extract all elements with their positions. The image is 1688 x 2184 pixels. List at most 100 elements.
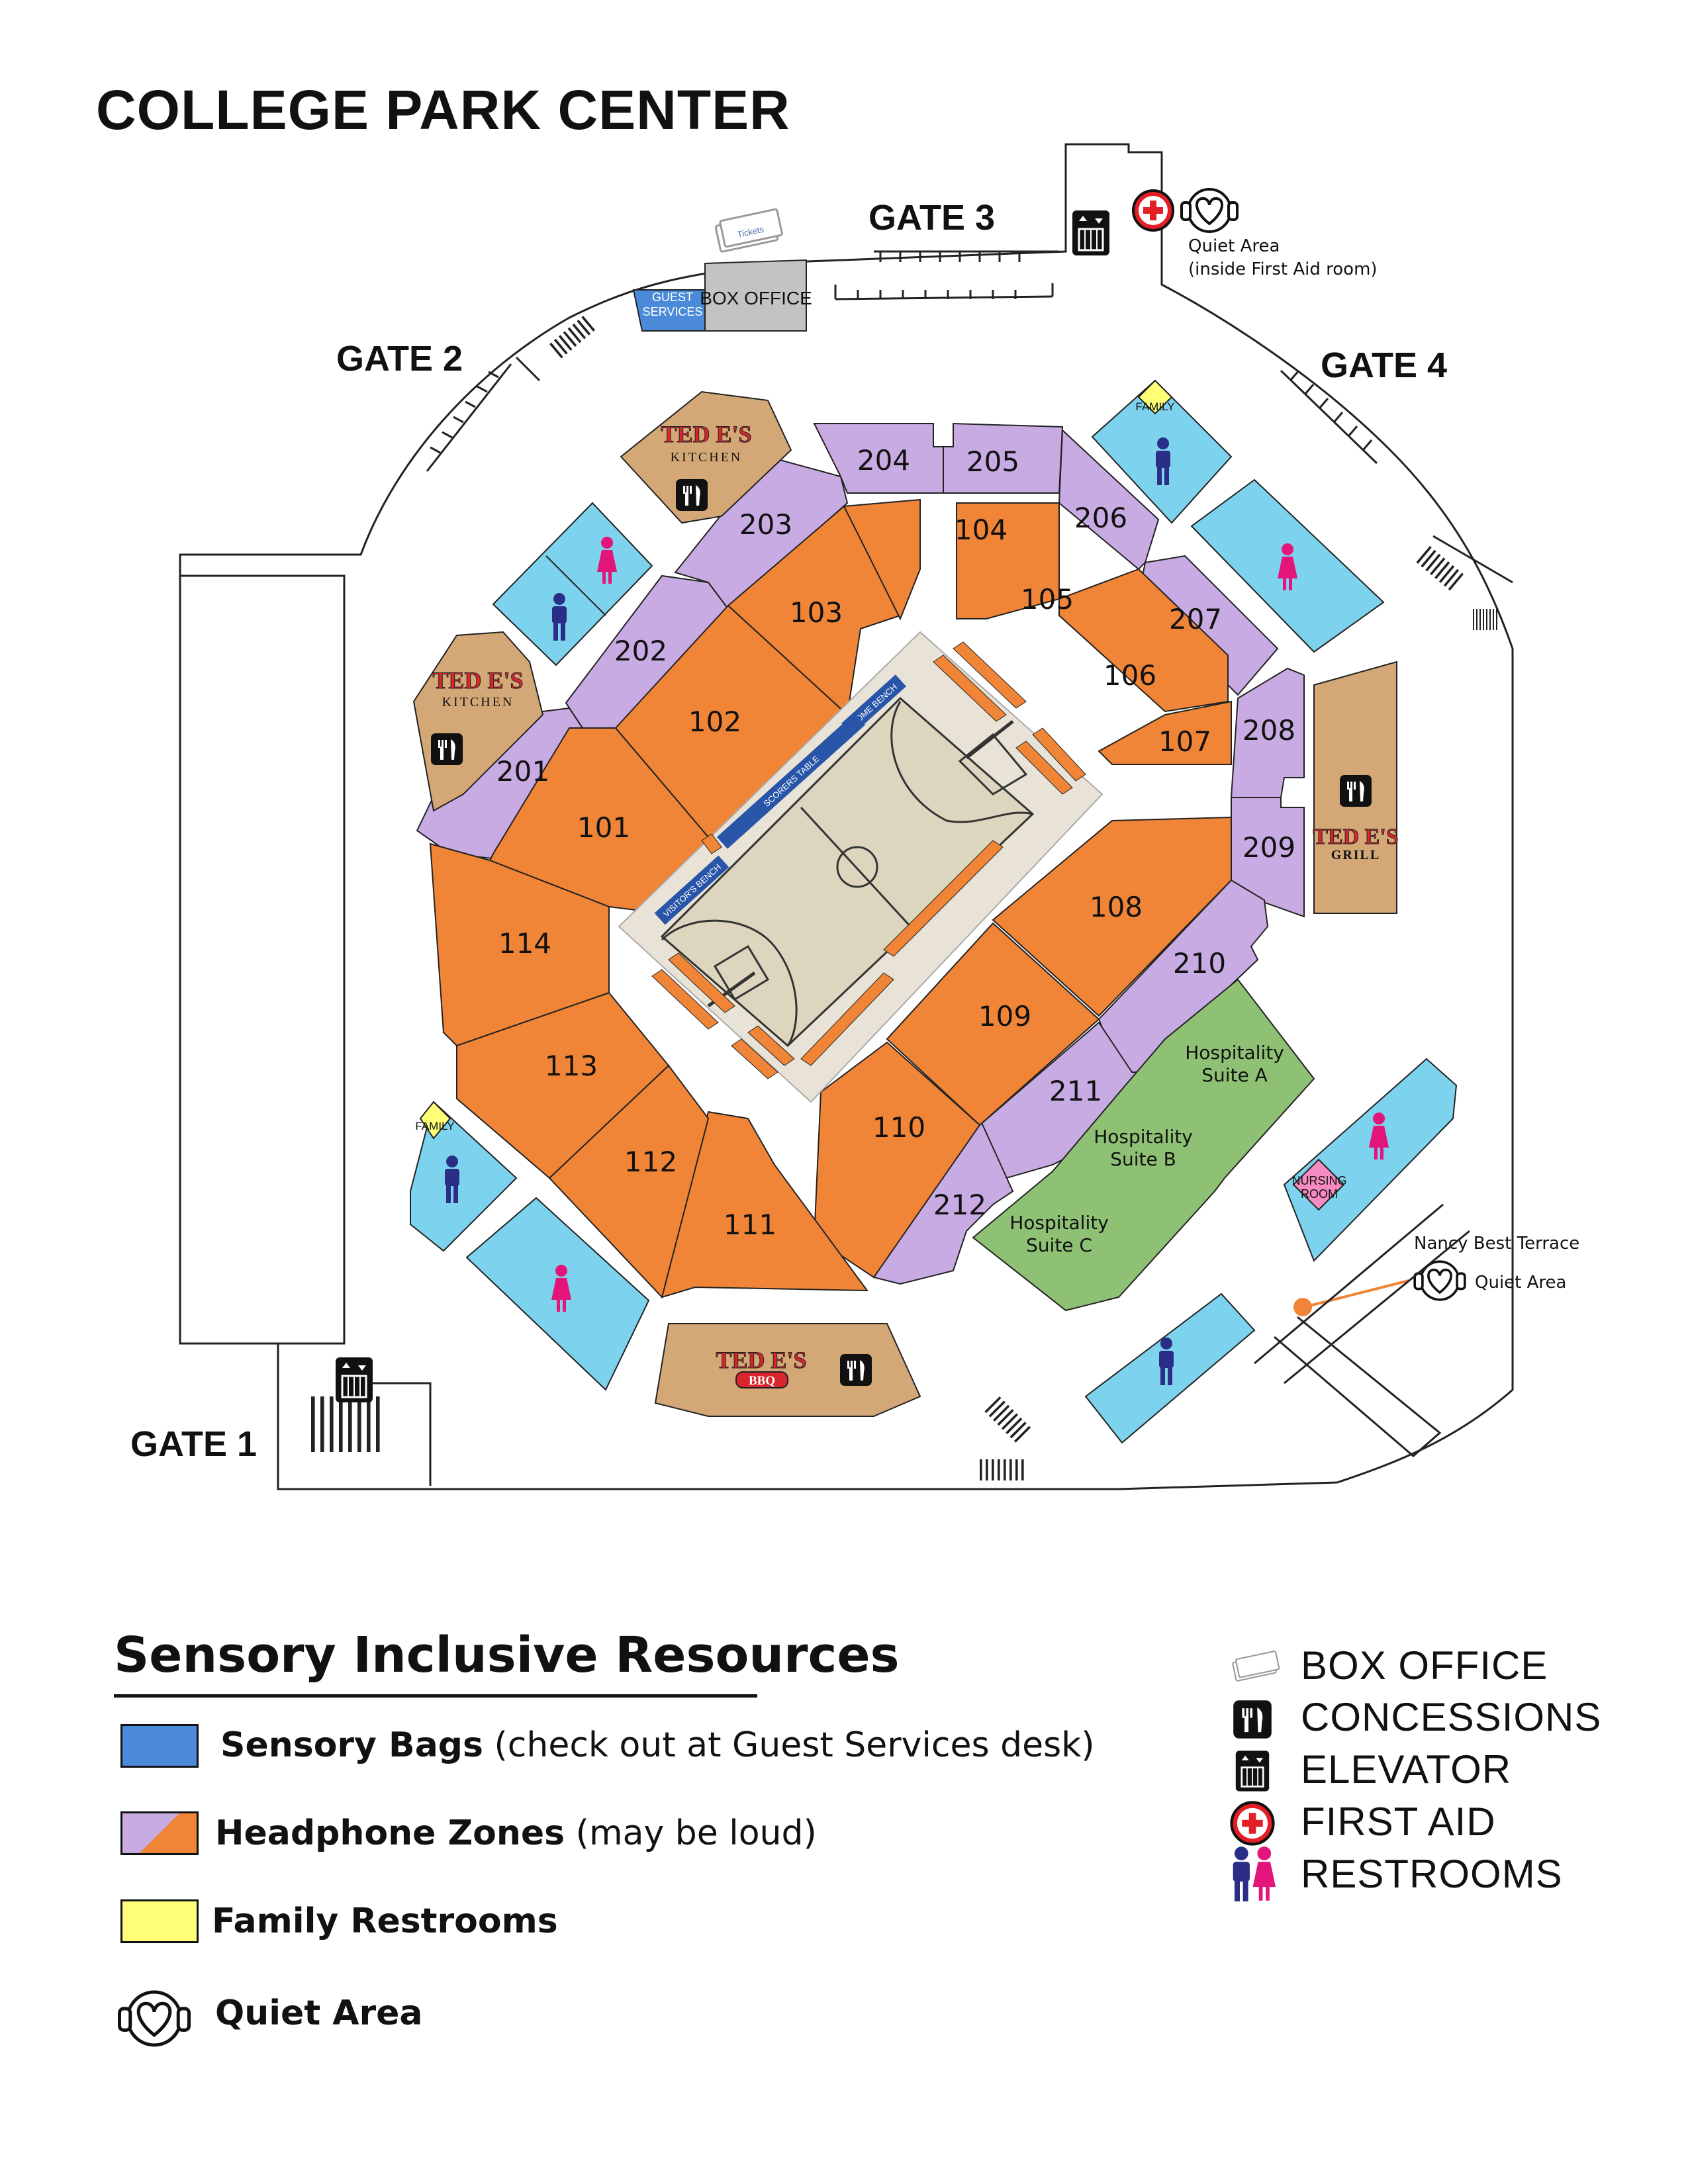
section-108[interactable] [992,816,1232,1017]
nursing-room[interactable]: NURSING ROOM [1291,1158,1347,1211]
terrace-walkway [1254,1203,1470,1457]
restrooms: FAMILY FAMILY [410,379,1458,1444]
restroom-right-middle[interactable] [1283,1058,1458,1262]
key-icons [1225,1650,1280,1901]
label-113: 113 [545,1050,598,1082]
label-209: 209 [1243,831,1295,864]
label-104: 104 [955,514,1008,546]
label-114: 114 [498,927,551,960]
section-212[interactable] [872,1116,1014,1285]
section-labels: 101 102 103 104 105 106 107 108 109 110 … [496,444,1295,1241]
key-restrooms-icon [1233,1846,1276,1901]
section-206[interactable] [1058,428,1160,570]
family-label-left: FAMILY [415,1120,454,1132]
gate-2-label: GATE 2 [336,339,463,379]
teds-kitchen-top-label: KITCHEN [671,450,743,465]
teds-bbq[interactable]: TED E'S BBQ [654,1323,921,1417]
section-103[interactable] [727,505,902,717]
label-210: 210 [1173,947,1226,979]
concession-icon [840,1354,872,1386]
teds-bbq-label: BBQ [749,1374,775,1388]
key-concessions: CONCESSIONS [1301,1695,1602,1739]
label-110: 110 [872,1111,925,1144]
teds-brand-left: TED E'S [432,667,523,694]
key-restrooms: RESTROOMS [1301,1852,1563,1896]
label-101: 101 [577,811,630,844]
section-105[interactable] [956,502,1060,619]
terrace-pointer [1293,1279,1409,1316]
concession-icon [1340,775,1372,807]
label-202: 202 [614,635,667,667]
label-108: 108 [1090,891,1143,923]
concessions: TED E'S KITCHEN TED E'S KITCHEN TED E'S … [412,390,1399,1417]
label-201: 201 [496,755,549,788]
quiet-area-icon-top[interactable] [1180,188,1239,233]
teds-kitchen-top[interactable]: TED E'S KITCHEN [620,390,792,524]
quiet-area-top-label: Quiet Area [1188,236,1280,256]
nursing-label-1: NURSING [1291,1174,1346,1187]
teds-kitchen-left[interactable]: TED E'S KITCHEN [412,631,544,812]
section-107[interactable] [1098,700,1232,765]
box-office-label: BOX OFFICE [700,288,812,308]
family-label-top: FAMILY [1135,400,1174,413]
nursing-label-2: ROOM [1301,1187,1338,1201]
key-elevator: ELEVATOR [1301,1747,1512,1792]
court-seating-strips [651,641,1086,1079]
teds-grill-label: GRILL [1331,848,1380,862]
legend-heading: Sensory Inclusive Resources [114,1627,900,1684]
quiet-area-terrace-label: Quiet Area [1475,1273,1566,1293]
guest-services-label-2: SERVICES [643,305,703,318]
teds-kitchen-left-label: KITCHEN [442,695,514,709]
quiet-area-icon-terrace[interactable] [1413,1260,1466,1301]
hospitality-c-line1: Hospitality [1009,1212,1109,1234]
lower-bowl [429,498,1232,1299]
section-205[interactable] [943,422,1064,494]
hospitality-b-line2: Suite B [1110,1148,1176,1170]
section-110[interactable] [813,1041,981,1279]
key-box-office: BOX OFFICE [1301,1643,1548,1688]
section-114[interactable] [429,842,610,1047]
label-112: 112 [624,1146,677,1178]
section-104[interactable] [843,498,921,621]
guest-services-label-1: GUEST [652,291,693,304]
label-103: 103 [790,596,843,629]
label-102: 102 [688,705,741,738]
quiet-area-top-note: (inside First Aid room) [1188,259,1378,279]
gate-4-turnstiles [1280,369,1513,584]
label-109: 109 [978,1000,1031,1032]
key-first-aid-icon [1232,1803,1274,1844]
hospitality-suite-area[interactable] [972,978,1315,1312]
key-elevator-icon [1235,1750,1270,1792]
label-107: 107 [1158,725,1211,758]
teds-grill[interactable]: TED E'S GRILL [1313,660,1399,914]
label-203: 203 [739,508,792,541]
ticket-icon: Tickets [714,208,784,253]
upper-bowl [416,422,1305,1285]
key-first-aid: FIRST AID [1301,1799,1496,1844]
legend-quiet-area: Quiet Area [215,1993,423,2033]
label-204: 204 [857,444,910,477]
hospitality-c-line2: Suite C [1026,1234,1092,1256]
concourse-outline [179,143,1514,1490]
legend-sensory-bags: Sensory Bags (check out at Guest Service… [220,1725,1095,1765]
label-207: 207 [1169,603,1222,635]
hospitality-a-line2: Suite A [1201,1064,1268,1086]
box-office[interactable]: BOX OFFICE [700,259,812,332]
hospitality-b-line1: Hospitality [1094,1126,1193,1148]
concession-icon [431,733,463,765]
page-title: COLLEGE PARK CENTER [96,79,790,141]
label-105: 105 [1021,583,1074,615]
teds-brand-bbq: TED E'S [716,1347,806,1373]
hospitality-a-line1: Hospitality [1185,1042,1284,1064]
gate-2-turnstiles [426,356,541,472]
guest-services[interactable]: GUEST SERVICES [632,289,706,332]
label-206: 206 [1074,502,1127,534]
teds-brand-grill: TED E'S [1313,825,1398,849]
elevator-icon-bottom[interactable] [334,1356,374,1404]
key-concessions-icon [1233,1700,1272,1739]
first-aid-icon[interactable] [1132,189,1174,232]
elevator-icon-top[interactable] [1071,209,1111,257]
label-208: 208 [1243,714,1295,747]
swatch-headphone-zones [120,1811,199,1855]
